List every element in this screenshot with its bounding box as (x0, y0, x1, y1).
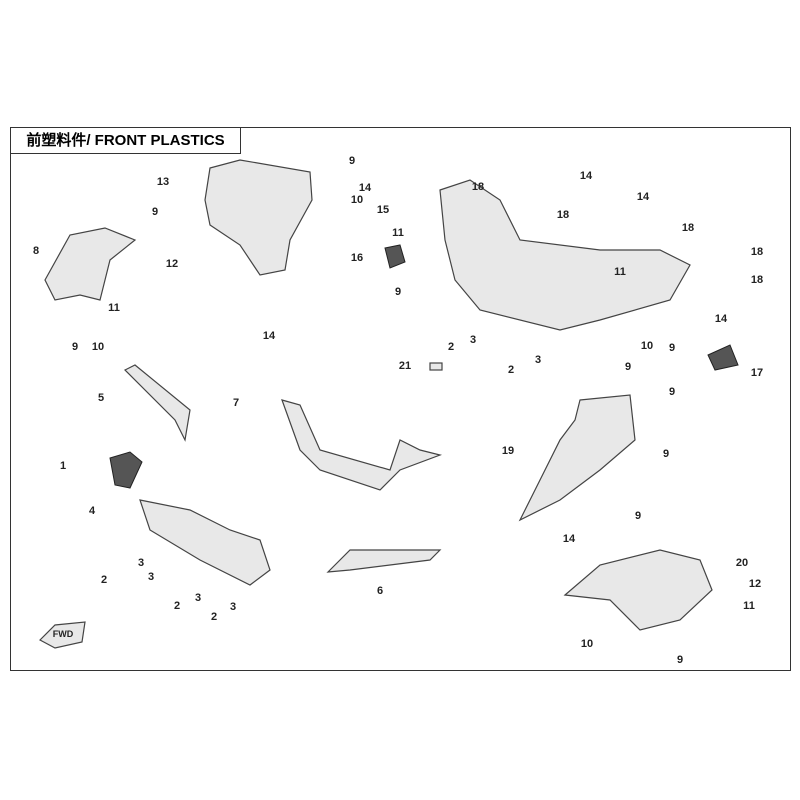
callout-label: 9 (668, 386, 676, 398)
callout-label: 6 (376, 585, 384, 597)
callout-label: 18 (556, 209, 570, 221)
part-17-bracket (707, 344, 739, 371)
callout-label: 3 (229, 601, 237, 613)
callout-label: 10 (350, 194, 364, 206)
callout-label: 2 (173, 600, 181, 612)
part-19-panel (518, 394, 636, 522)
callout-label: 15 (376, 204, 390, 216)
callout-label: 18 (750, 246, 764, 258)
callout-label: 17 (750, 367, 764, 379)
diagram-frame (10, 127, 791, 671)
callout-label: 11 (614, 266, 626, 278)
callout-label: 14 (262, 330, 276, 342)
callout-label: 9 (676, 654, 684, 666)
callout-label: 3 (534, 354, 542, 366)
callout-label: 9 (668, 342, 676, 354)
callout-label: 12 (748, 578, 762, 590)
callout-label: 11 (108, 302, 120, 314)
callout-label: 2 (100, 574, 108, 586)
callout-label: 18 (471, 181, 485, 193)
callout-label: 10 (91, 341, 105, 353)
callout-label: 7 (232, 397, 240, 409)
callout-label: 21 (398, 360, 412, 372)
callout-label: 13 (156, 176, 170, 188)
callout-label: 11 (392, 227, 404, 239)
frame-center-panel (439, 179, 691, 331)
callout-label: 2 (507, 364, 515, 376)
callout-label: 16 (350, 252, 364, 264)
callout-label: 9 (394, 286, 402, 298)
callout-label: 14 (562, 533, 576, 545)
part-4-front-panel (139, 499, 271, 586)
callout-label: 4 (88, 505, 96, 517)
callout-label: 10 (640, 340, 654, 352)
callout-label: 14 (579, 170, 593, 182)
callout-label: 1 (59, 460, 67, 472)
callout-label: 20 (735, 557, 749, 569)
callout-label: 2 (447, 341, 455, 353)
part-20-right-fender (563, 549, 713, 631)
callout-label: 9 (624, 361, 632, 373)
part-8-left-fender (44, 227, 137, 301)
part-7-bar (281, 399, 443, 491)
callout-label: 2 (210, 611, 218, 623)
callout-label: 11 (743, 600, 755, 612)
callout-label: 12 (165, 258, 179, 270)
fwd-logo: FWD (52, 629, 74, 639)
part-1-cover (109, 451, 143, 489)
callout-label: 9 (662, 448, 670, 460)
callout-label: 9 (151, 206, 159, 218)
callout-label: 9 (348, 155, 356, 167)
callout-label: 18 (681, 222, 695, 234)
callout-label: 14 (714, 313, 728, 325)
callout-label: 9 (634, 510, 642, 522)
callout-label: 14 (358, 182, 372, 194)
callout-label: 8 (32, 245, 40, 257)
callout-label: 3 (147, 571, 155, 583)
callout-label: 14 (636, 191, 650, 203)
part-13-air-box (204, 159, 313, 276)
callout-label: 3 (194, 592, 202, 604)
callout-label: 9 (71, 341, 79, 353)
callout-label: 3 (137, 557, 145, 569)
callout-label: 18 (750, 274, 764, 286)
part-5-trim (123, 364, 191, 442)
part-16-bracket (384, 244, 406, 269)
part-6-trim (326, 549, 442, 573)
callout-label: 19 (501, 445, 515, 457)
callout-label: 10 (580, 638, 594, 650)
page-title: 前塑料件/ FRONT PLASTICS (10, 127, 241, 154)
fwd-arrow-icon (39, 621, 86, 649)
callout-label: 5 (97, 392, 105, 404)
part-21-clip (429, 362, 443, 371)
callout-label: 3 (469, 334, 477, 346)
